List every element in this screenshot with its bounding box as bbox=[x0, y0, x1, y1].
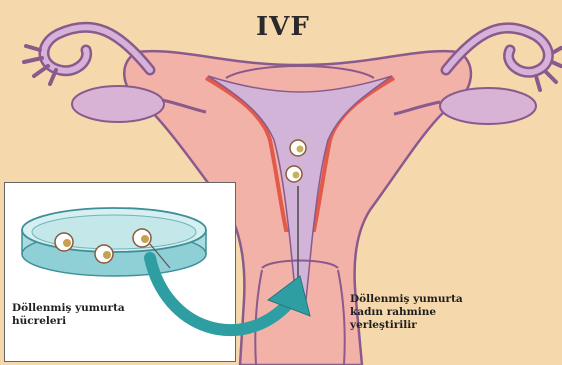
embryo-in-dish-3 bbox=[133, 229, 151, 247]
transfer-label-line3: yerleştirilir bbox=[350, 319, 463, 332]
petri-dish bbox=[22, 208, 206, 276]
fertilized-eggs-label-line1: Döllenmiş yumurta bbox=[12, 302, 125, 315]
fertilized-eggs-label-line2: hücreleri bbox=[12, 315, 125, 328]
embryo-in-dish-1 bbox=[55, 233, 73, 251]
transfer-label-line2: kadın rahmine bbox=[350, 306, 463, 319]
embryo-in-dish-2 bbox=[95, 245, 113, 263]
fertilized-eggs-label: Döllenmiş yumurta hücreleri bbox=[12, 302, 125, 328]
transfer-label: Döllenmiş yumurta kadın rahmine yerleşti… bbox=[350, 293, 463, 332]
transfer-label-line1: Döllenmiş yumurta bbox=[350, 293, 463, 306]
